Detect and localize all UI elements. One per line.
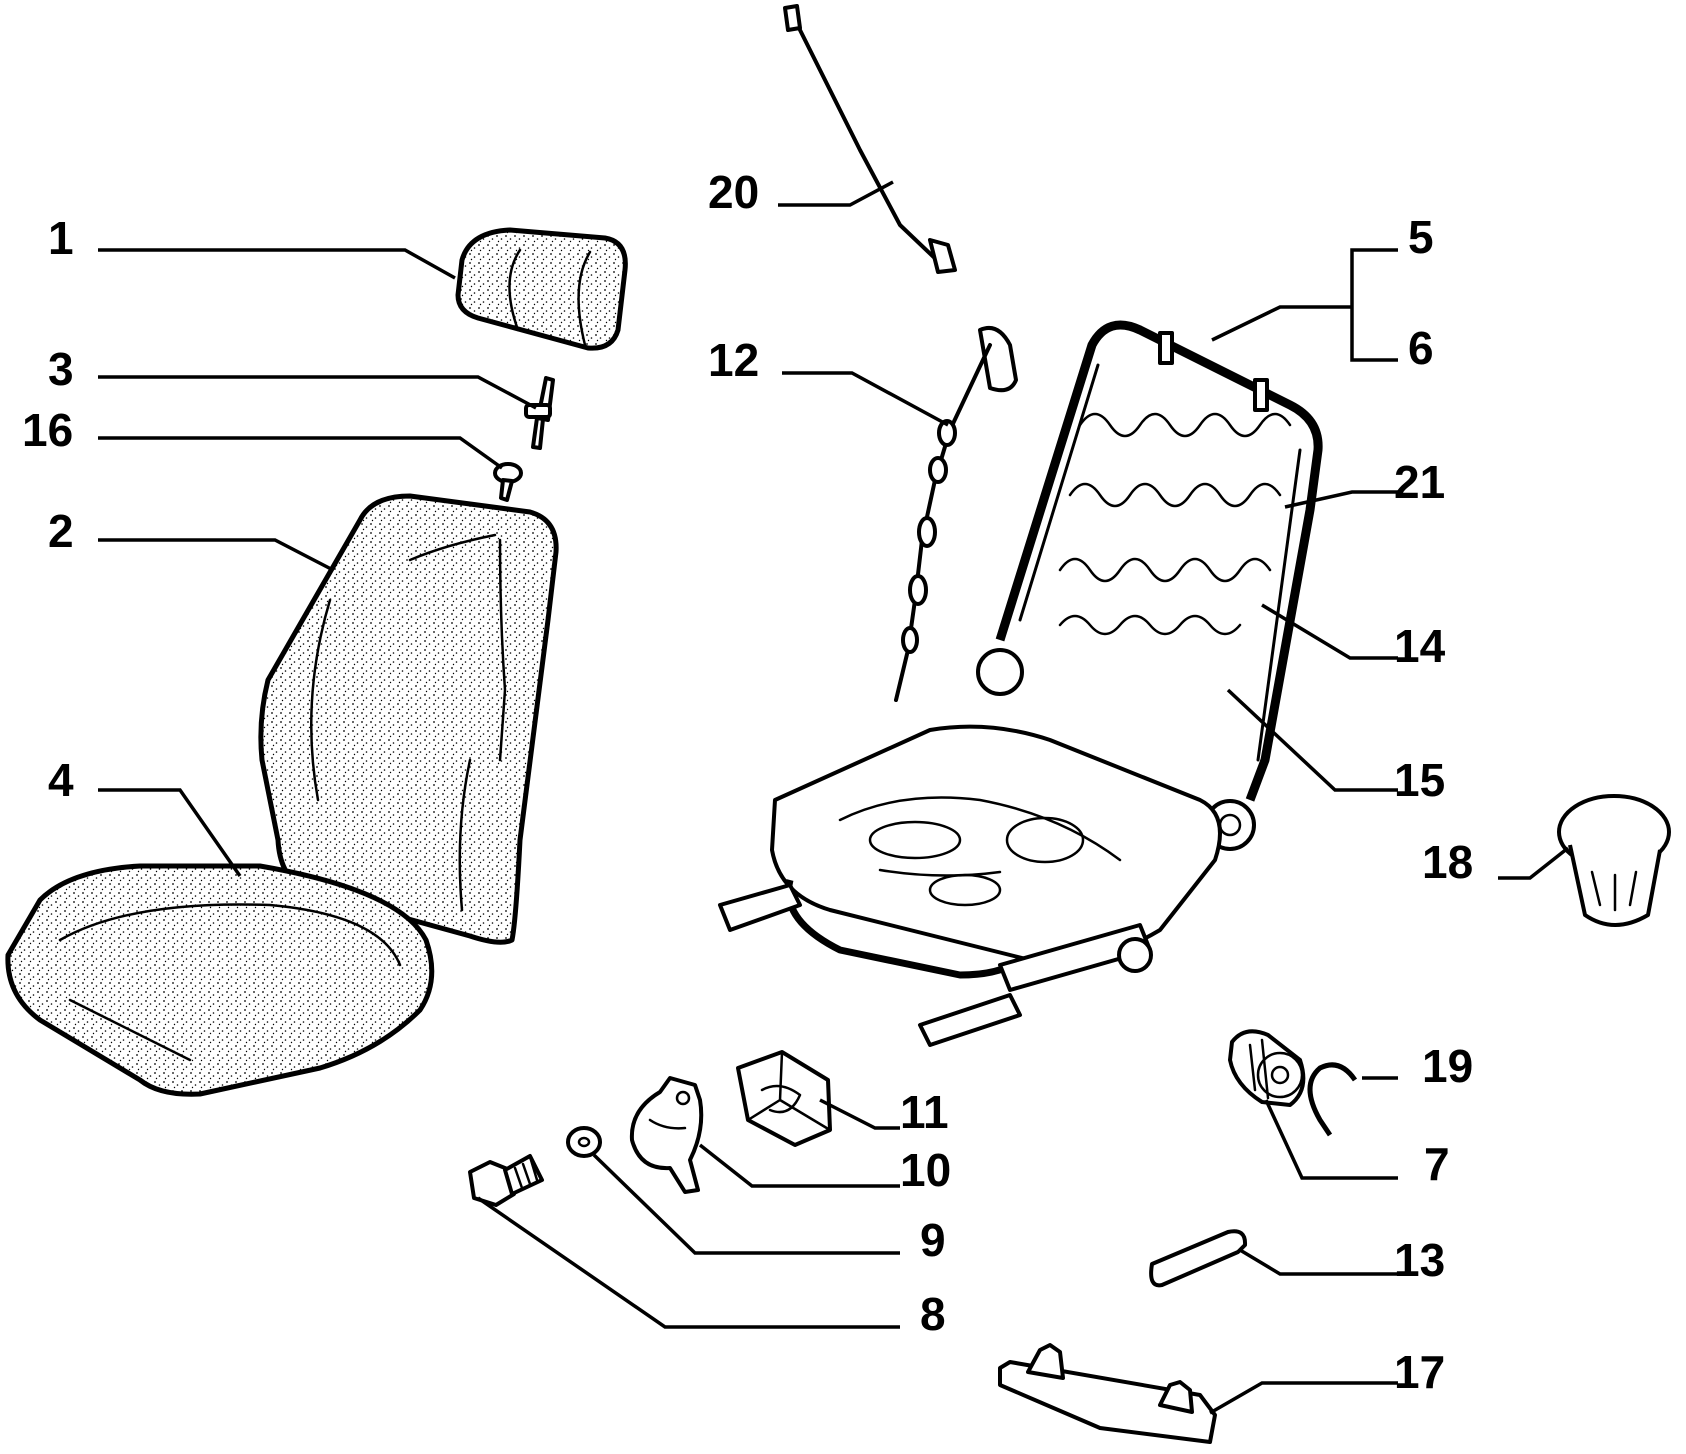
callout-1: 1 [48, 212, 74, 264]
headrest-guide-part [524, 376, 555, 450]
callout-3: 3 [48, 343, 74, 395]
leader-21 [1284, 490, 1398, 509]
callout-2: 2 [48, 505, 74, 557]
leader-13 [1239, 1248, 1398, 1276]
leader-14 [1261, 603, 1398, 660]
leader-5-6 [1350, 248, 1398, 362]
callout-18: 18 [1422, 836, 1473, 888]
leader-20 [778, 180, 894, 207]
clip-part [1307, 1062, 1358, 1137]
leader-17 [1209, 1381, 1398, 1415]
leader-12 [782, 371, 949, 427]
leader-5 [1211, 305, 1352, 342]
leader-lines [98, 180, 1570, 1415]
callout-7: 7 [1424, 1138, 1450, 1190]
callout-9: 9 [920, 1214, 946, 1266]
insulator-part [736, 1050, 832, 1147]
callout-19: 19 [1422, 1040, 1473, 1092]
cable-part [783, 4, 957, 274]
leader-4 [98, 788, 242, 878]
callout-20: 20 [708, 166, 759, 218]
leader-9 [592, 1153, 900, 1255]
adjuster-cable-part [894, 325, 1018, 702]
leader-15 [1226, 688, 1398, 792]
backrest-cushion-part [258, 493, 559, 945]
headrest-part [455, 227, 628, 351]
callout-10: 10 [900, 1144, 951, 1196]
callout-12: 12 [708, 334, 759, 386]
pin-part [493, 462, 523, 502]
callout-21: 21 [1394, 456, 1445, 508]
leader-8 [477, 1196, 900, 1329]
callout-11: 11 [900, 1086, 949, 1138]
callout-14: 14 [1394, 620, 1446, 672]
leader-1 [98, 248, 456, 280]
leader-2 [98, 538, 334, 572]
leader-16 [98, 436, 504, 470]
callout-8: 8 [920, 1288, 946, 1340]
callout-5: 5 [1408, 211, 1434, 263]
cap-part [1557, 794, 1671, 927]
callout-13: 13 [1394, 1234, 1445, 1286]
bolt-part [468, 1154, 544, 1207]
callout-17: 17 [1394, 1346, 1445, 1398]
leader-7 [1264, 1099, 1398, 1180]
lever-part [1149, 1229, 1248, 1288]
seat-frame-part [718, 320, 1323, 1047]
washer-part [566, 1126, 602, 1158]
callout-4: 4 [48, 754, 74, 806]
leader-18 [1498, 846, 1570, 880]
callout-labels: 1 3 16 2 4 20 12 5 6 21 14 15 18 19 7 11… [22, 166, 1473, 1398]
rail-cover-part [998, 1343, 1217, 1444]
seat-cushion-part [5, 863, 435, 1097]
callout-16: 16 [22, 404, 73, 456]
bracket-part [629, 1076, 704, 1194]
leader-3 [98, 375, 537, 410]
leader-10 [698, 1143, 900, 1188]
leader-11 [819, 1098, 900, 1130]
knob-part [1228, 1029, 1306, 1107]
callout-15: 15 [1394, 754, 1445, 806]
callout-6: 6 [1408, 322, 1434, 374]
